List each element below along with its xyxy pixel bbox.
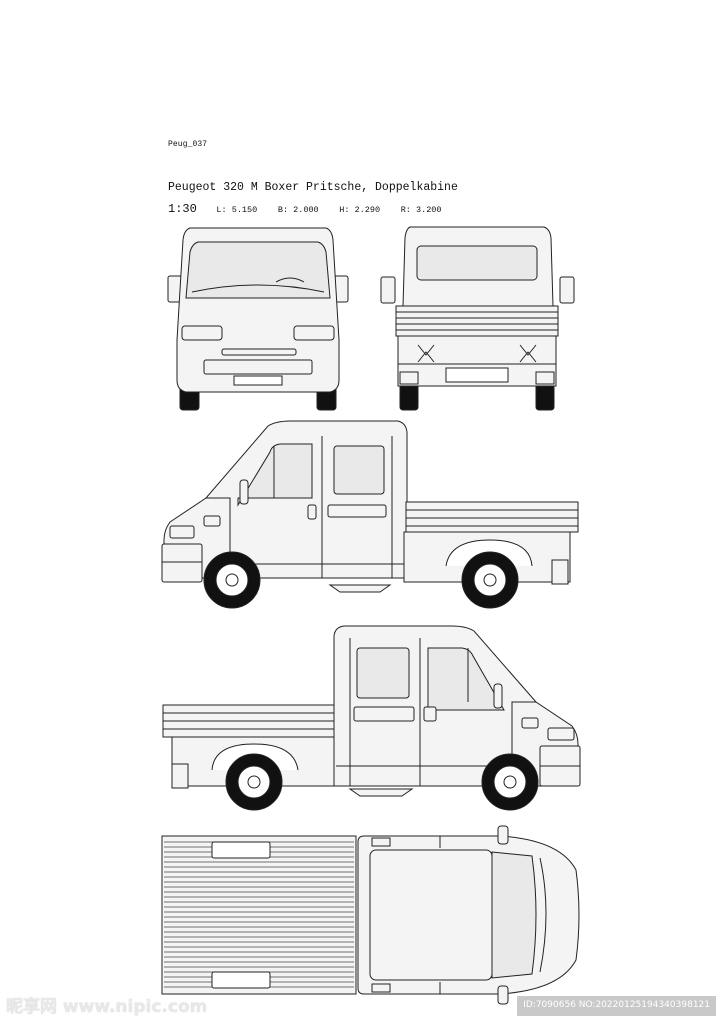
side-view-left [161, 420, 579, 609]
dimension-row: 1:30 L: 5.150 B: 2.000 H: 2.290 R: 3.200 [168, 199, 453, 217]
side1-platform [405, 501, 579, 533]
front-bumper [203, 359, 313, 375]
front-windscreen [185, 241, 331, 299]
height-dim: H: 2.290 [339, 205, 381, 215]
side2-rear-window [356, 647, 410, 699]
watermark-id: ID:7090656 NO:20220125194340398121 [517, 996, 716, 1016]
side-view-right [162, 625, 581, 811]
drawing-code: Peug_037 [168, 140, 208, 149]
width-dim: B: 2.000 [277, 205, 319, 215]
radius-dim: R: 3.200 [400, 205, 442, 215]
length-dim: L: 5.150 [216, 205, 258, 215]
top-platform [161, 835, 357, 995]
side1-bumper [161, 543, 203, 583]
top-windscreen [491, 851, 537, 979]
side1-rear-window [333, 445, 385, 495]
rear-chassis [397, 335, 557, 387]
top-view [161, 825, 580, 1005]
side1-front-window [237, 443, 313, 507]
front-view [167, 227, 349, 411]
watermark-logo: 昵享网 www.nipic.com [6, 997, 208, 1017]
rear-plate [445, 367, 509, 383]
front-right-headlight [293, 325, 335, 341]
rear-cab-window [416, 245, 538, 281]
rear-right-mirror [559, 276, 575, 304]
rear-right-lamp [535, 371, 555, 385]
top-roof [369, 849, 493, 981]
front-plate [233, 375, 283, 386]
scale-label: 1:30 [168, 202, 197, 216]
rear-left-lamp [399, 371, 419, 385]
rear-view [380, 226, 575, 411]
rear-platform [395, 305, 559, 337]
front-grille [221, 348, 297, 356]
rear-left-mirror [380, 276, 396, 304]
front-left-headlight [181, 325, 223, 341]
drawing-title: Peugeot 320 M Boxer Pritsche, Doppelkabi… [168, 181, 458, 194]
